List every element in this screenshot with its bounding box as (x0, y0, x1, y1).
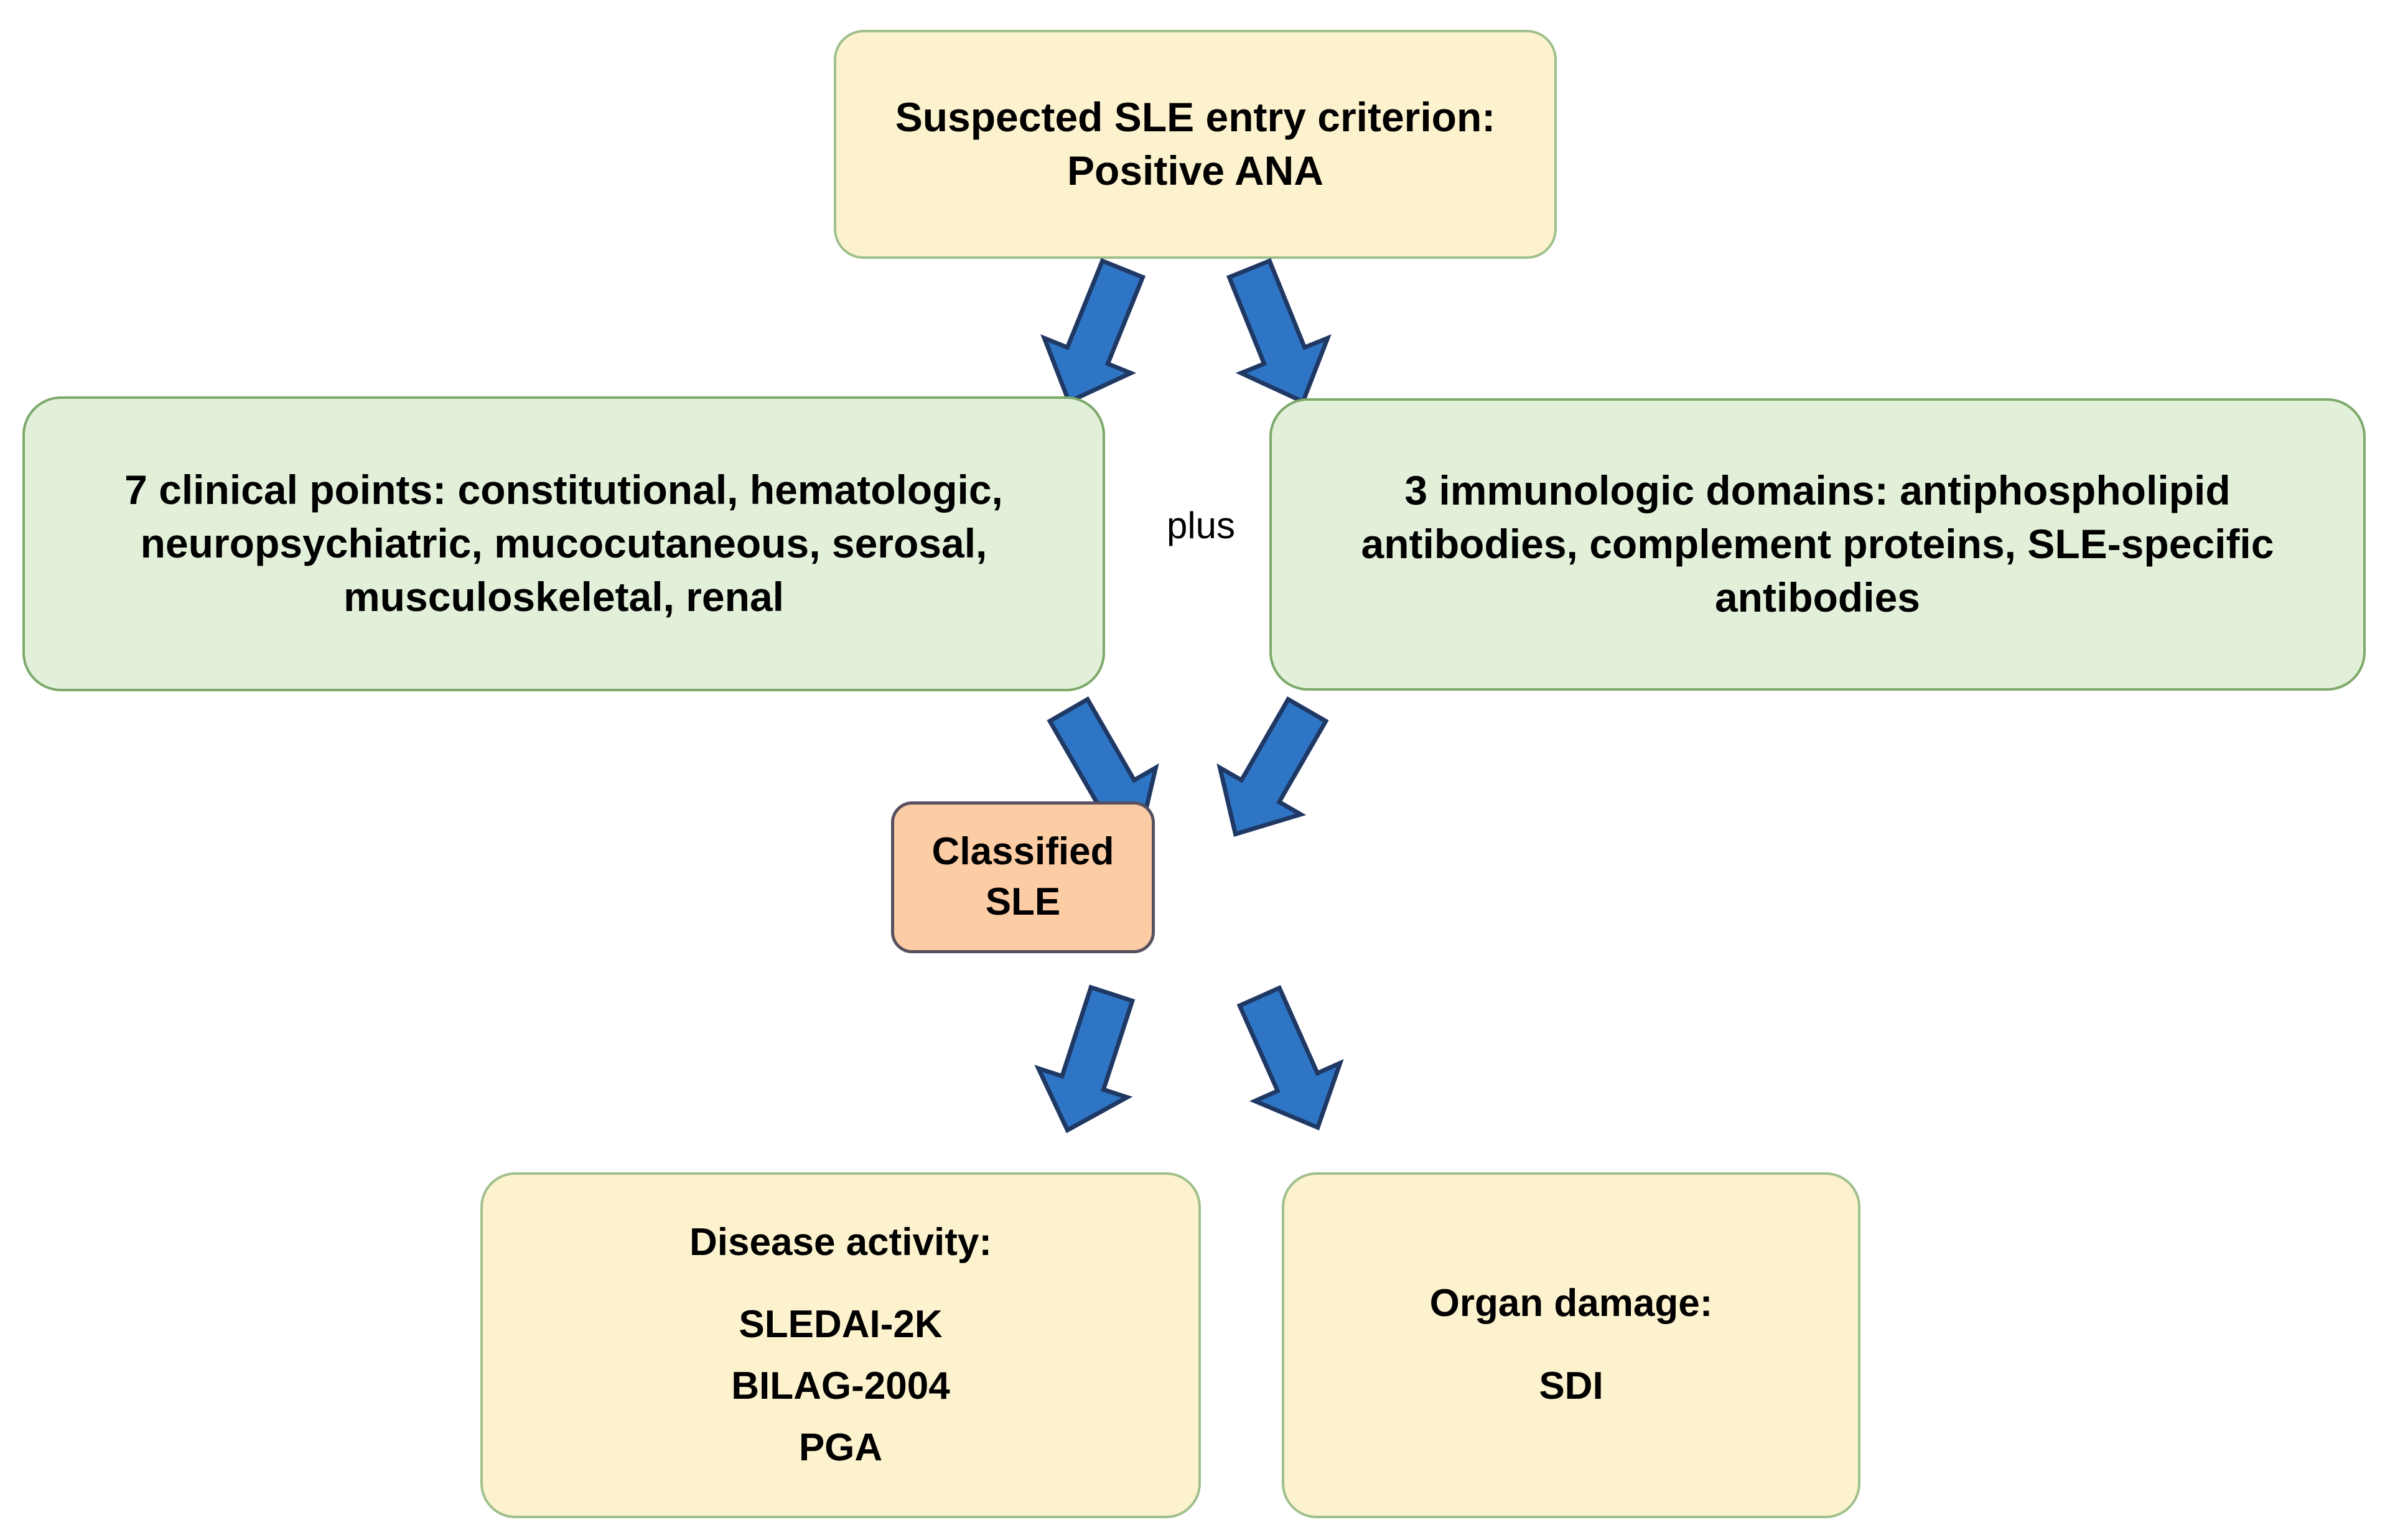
node-clinical-points[interactable]: 7 clinical points: constitutional, hemat… (22, 396, 1105, 691)
node-activity-item3: PGA (798, 1426, 883, 1469)
node-damage-heading: Organ damage: (1429, 1282, 1713, 1325)
node-immunologic-line2: antibodies, complement proteins, SLE-spe… (1361, 521, 2274, 567)
arrow-classified-to-activity-icon (1023, 979, 1156, 1144)
node-damage-item1: SDI (1539, 1365, 1603, 1407)
node-immunologic-line1: 3 immunologic domains: antiphospholipid (1404, 467, 2231, 514)
node-entry-line1: Suspected SLE entry criterion: (895, 94, 1496, 141)
node-activity-item2: BILAG-2004 (731, 1365, 950, 1407)
node-activity-heading: Disease activity: (689, 1220, 992, 1264)
node-clinical-line3: musculoskeletal, renal (343, 573, 784, 620)
node-entry-criterion[interactable]: Suspected SLE entry criterion: Positive … (834, 30, 1557, 259)
node-activity-item1: SLEDAI-2K (739, 1303, 943, 1346)
node-clinical-line1: 7 clinical points: constitutional, hemat… (124, 467, 1003, 513)
arrow-classified-to-damage-icon (1217, 978, 1361, 1146)
node-immunologic-line3: antibodies (1714, 574, 1921, 620)
node-entry-line2: Positive ANA (1067, 147, 1323, 194)
plus-connector-label: plus (1166, 505, 1236, 546)
arrow-entry-to-clinical-icon (1025, 251, 1165, 419)
arrow-immunologic-to-classified-icon (1195, 687, 1348, 857)
node-clinical-line2: neuropsychiatric, mucocutaneous, serosal… (140, 520, 987, 567)
node-organ-damage[interactable]: Organ damage: SDI (1282, 1172, 1860, 1518)
arrow-entry-to-immunologic-icon (1206, 251, 1346, 419)
node-disease-activity[interactable]: Disease activity: SLEDAI-2K BILAG-2004 P… (480, 1172, 1201, 1518)
node-classified-label: Classified SLE (931, 830, 1114, 923)
node-classified-sle[interactable]: Classified SLE (891, 801, 1155, 953)
node-immunologic-domains[interactable]: 3 immunologic domains: antiphospholipid … (1269, 398, 2366, 691)
